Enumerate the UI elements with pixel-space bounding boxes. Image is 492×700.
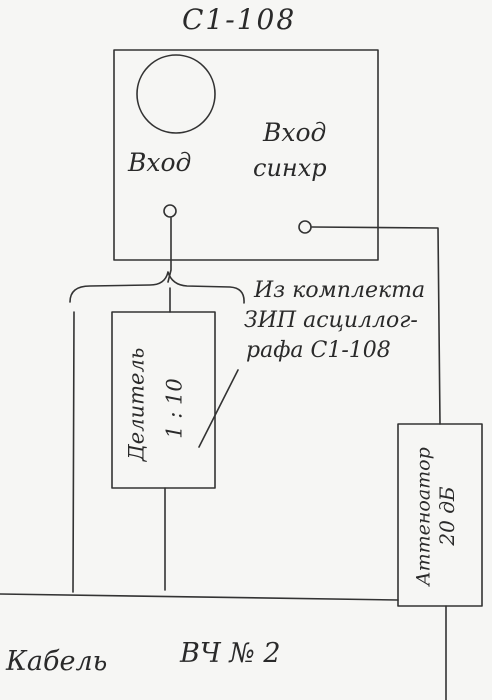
attenuator-box — [397, 423, 483, 607]
oscilloscope-box — [113, 49, 379, 261]
kit-note-line3: рафа С1-108 — [246, 338, 391, 363]
attenuator-label: Аттеноатор — [412, 447, 435, 586]
divider-box — [111, 311, 216, 489]
divider-ratio: 1 : 10 — [162, 378, 187, 439]
cable-horizontal-wire — [0, 593, 399, 601]
divider-label: Делитель — [124, 347, 149, 462]
sync-input-label-line1: Вход — [263, 118, 327, 147]
sync-connector — [298, 220, 312, 234]
input-connector — [163, 204, 177, 218]
device-title: С1-108 — [182, 3, 297, 36]
sync-wire — [311, 226, 441, 425]
oscilloscope-screen — [136, 54, 216, 134]
sync-input-label-line2: синхр — [253, 154, 327, 182]
kit-note-leader — [198, 369, 239, 448]
kit-brace — [69, 271, 245, 304]
attenuator-value: 20 дБ — [435, 486, 459, 546]
input-label: Вход — [128, 148, 192, 177]
cable-id: ВЧ № 2 — [180, 638, 281, 669]
cable-label: Кабель — [6, 646, 108, 677]
kit-note-line1: Из комплекта — [254, 278, 426, 303]
cable-left-wire — [72, 311, 75, 593]
kit-note-line2: ЗИП асциллог- — [244, 308, 418, 333]
